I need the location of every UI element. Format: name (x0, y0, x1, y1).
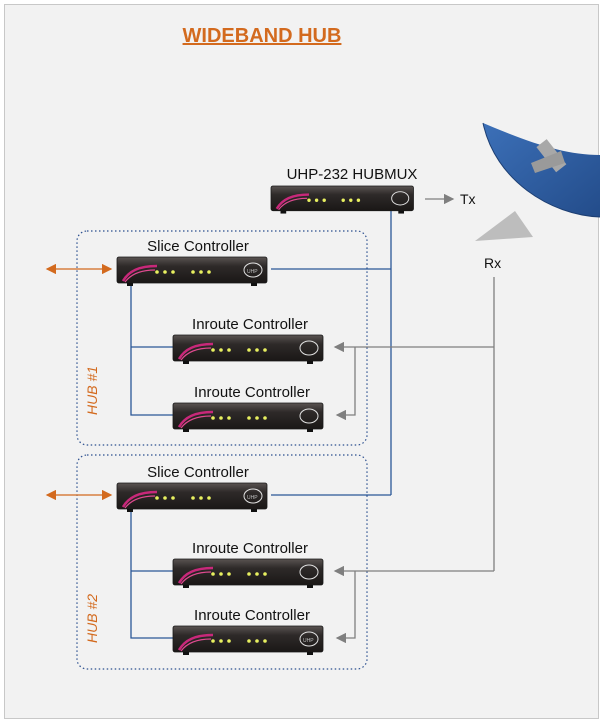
hub-2-inroute-controller-2-device (173, 626, 323, 655)
page-title: WIDEBAND HUB (183, 25, 342, 47)
tx-label: Tx (460, 191, 476, 207)
hub-1-loop-wire (337, 347, 355, 415)
hubmux-label: UHP-232 HUBMUX (287, 166, 418, 183)
hub-2-loop-wire (337, 571, 355, 638)
hub-1-inroute-2-label: Inroute Controller (194, 384, 310, 401)
hubmux-device (271, 186, 414, 214)
hub-2-inroute-controller-1-device (173, 559, 323, 588)
hub-1-inroute-controller-2-device (173, 403, 323, 432)
hub-2-slice-controller-device (117, 483, 267, 512)
hub-2-inroute-2-label: Inroute Controller (194, 607, 310, 624)
diagram-frame: WIDEBAND HUB HUB #1 HUB #2 UHP UHP UHP U… (4, 4, 599, 719)
hub-1-slice-logo: UHP (247, 269, 258, 275)
hub-2-slice-to-inroutes-wire (131, 509, 173, 638)
satellite-dish-icon (475, 123, 600, 241)
hub-1-label: HUB #1 (84, 366, 100, 415)
hub-2-inroute-1-label: Inroute Controller (192, 540, 308, 557)
hub-2-slice-logo: UHP (247, 495, 258, 501)
hub-1-slice-to-inroutes-wire (131, 283, 173, 415)
wideband-hub-diagram: WIDEBAND HUB HUB #1 HUB #2 UHP UHP UHP U… (5, 5, 600, 720)
hub-1-inroute-controller-1-device (173, 335, 323, 364)
hub-2-label: HUB #2 (84, 594, 100, 643)
hub-1-slice-controller-device (117, 257, 267, 286)
hub-1-slice-label: Slice Controller (147, 238, 249, 255)
hub-1-inroute-1-label: Inroute Controller (192, 316, 308, 333)
hub-2-slice-label: Slice Controller (147, 464, 249, 481)
rx-label: Rx (484, 255, 501, 271)
hub-2-inroute-2-logo: UHP (303, 638, 314, 644)
